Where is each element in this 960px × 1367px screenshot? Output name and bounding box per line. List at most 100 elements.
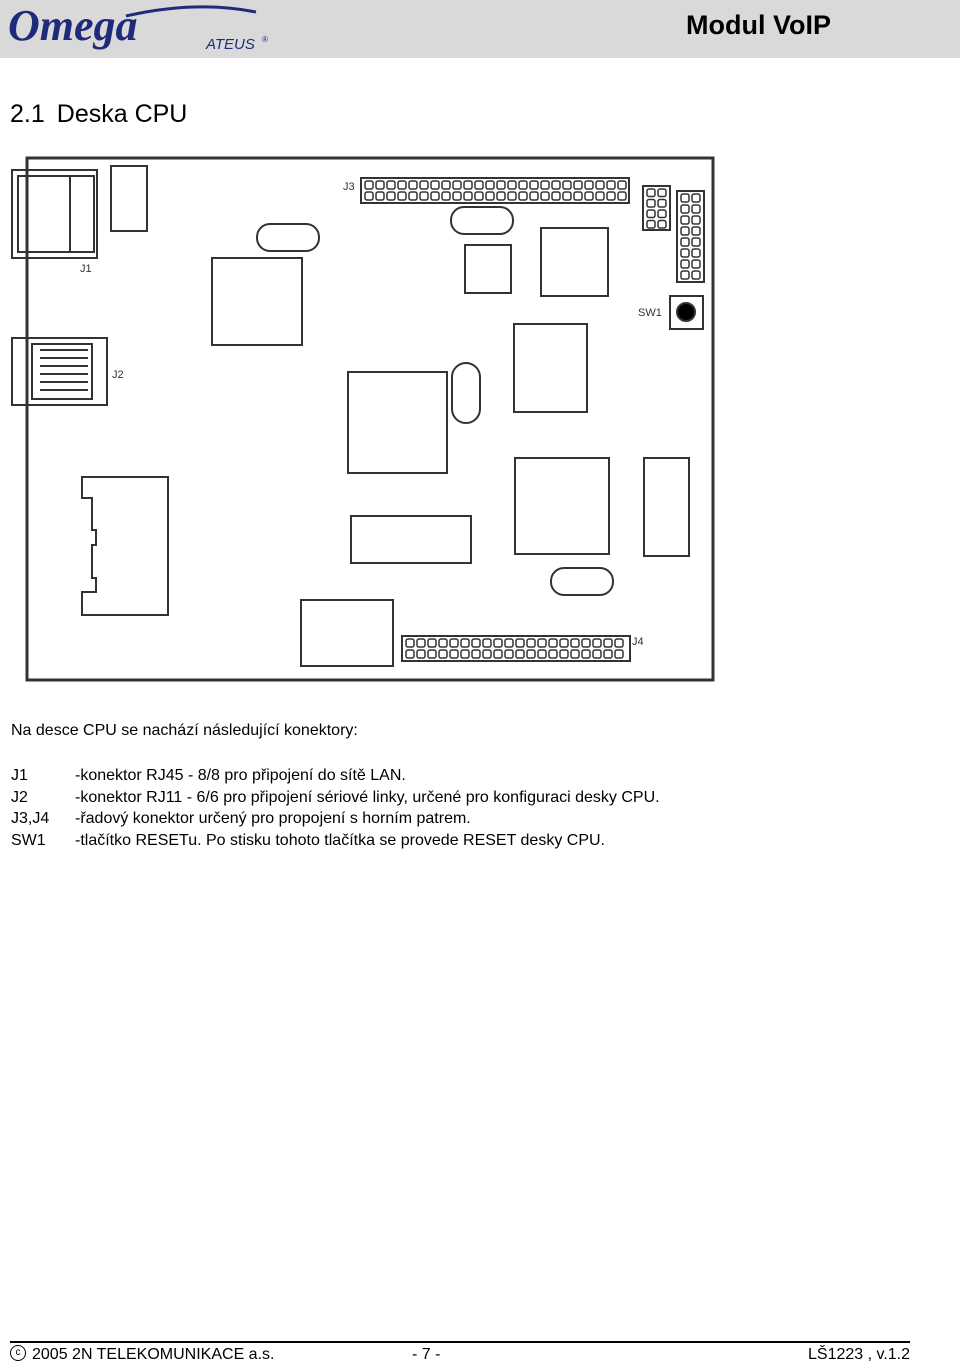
header-pin (562, 180, 572, 190)
header-pin (438, 638, 448, 648)
header-pin (646, 198, 656, 208)
j3-pin-header (360, 177, 630, 204)
header-pin (507, 180, 517, 190)
logo-omega-text: Omega (8, 2, 138, 50)
header-pin (474, 191, 484, 201)
header-pin (364, 191, 374, 201)
logo-ateus-text: ATEUS (205, 36, 255, 53)
header-pin (548, 649, 558, 659)
header-pin (540, 180, 550, 190)
copyright-text: 2005 2N TELEKOMUNIKACE a.s. (32, 1346, 275, 1363)
header-pin (680, 259, 690, 269)
header-pin (504, 638, 514, 648)
header-pin (529, 180, 539, 190)
header-pin (375, 180, 385, 190)
header-pin (680, 204, 690, 214)
header-pin (364, 180, 374, 190)
header-pin (471, 638, 481, 648)
j4-pin-header (401, 635, 631, 662)
connector-description: -tlačítko RESETu. Po stisku tohoto tlačí… (75, 831, 605, 849)
header-pin (592, 638, 602, 648)
module-title: Modul VoIP (686, 10, 831, 40)
header-pin (482, 638, 492, 648)
header-pin (529, 191, 539, 201)
header-pin (482, 649, 492, 659)
chip (513, 323, 588, 413)
header-pin (646, 209, 656, 219)
header-pin (430, 191, 440, 201)
connector-id: J1 (11, 767, 28, 784)
header-pin (537, 638, 547, 648)
header-pin (430, 180, 440, 190)
chip (514, 457, 610, 555)
connector-description: -řadový konektor určený pro propojení s … (75, 810, 471, 827)
connector-list: J1 -konektor RJ45 - 8/8 pro připojení do… (11, 765, 660, 851)
header-pin (438, 649, 448, 659)
header-pin (551, 191, 561, 201)
header-pin (551, 180, 561, 190)
header-pin (452, 191, 462, 201)
header-pin (405, 649, 415, 659)
header-pin (680, 248, 690, 258)
header-pin (507, 191, 517, 201)
header-pin (691, 259, 701, 269)
logo-registered-mark: ® (262, 35, 268, 44)
header-pin (504, 649, 514, 659)
header-pin (408, 191, 418, 201)
header-pin (386, 191, 396, 201)
header-pin (375, 191, 385, 201)
header-pin (485, 180, 495, 190)
header-pin (680, 215, 690, 225)
header-pin (606, 191, 616, 201)
connector-row: J2 -konektor RJ11 - 6/6 pro připojení sé… (11, 787, 660, 809)
header-pin (657, 198, 667, 208)
header-pin (603, 638, 613, 648)
header-pin (691, 204, 701, 214)
header-pin (397, 191, 407, 201)
connector-id: J2 (11, 788, 28, 806)
header-pin (680, 226, 690, 236)
header-pin (584, 191, 594, 201)
header-pin (449, 649, 459, 659)
header-pin (540, 191, 550, 201)
header-pin (562, 191, 572, 201)
chip (464, 244, 512, 294)
header-pin (691, 270, 701, 280)
connector-description: -konektor RJ45 - 8/8 pro připojení do sí… (75, 767, 406, 784)
header-pin (680, 270, 690, 280)
connector-description: -konektor RJ11 - 6/6 pro připojení sério… (75, 788, 660, 806)
header-pin (646, 188, 656, 198)
header-pin (496, 191, 506, 201)
header-pin (397, 180, 407, 190)
header-pin (427, 649, 437, 659)
header-pin (691, 237, 701, 247)
power-connector (81, 476, 169, 616)
header-pin (606, 180, 616, 190)
chip (350, 515, 472, 564)
header-pin (691, 226, 701, 236)
header-pin (416, 649, 426, 659)
j1-label: J1 (80, 263, 92, 275)
header-pin (691, 248, 701, 258)
header-pin (526, 638, 536, 648)
header-pin (559, 638, 569, 648)
header-pin (463, 180, 473, 190)
header-outline (401, 635, 631, 662)
header-pin (570, 638, 580, 648)
header-pin (614, 638, 624, 648)
header-pin (657, 219, 667, 229)
jumper-header-tall (676, 190, 705, 283)
header-pin (419, 180, 429, 190)
header-pin (518, 180, 528, 190)
header-pin (595, 191, 605, 201)
connector-row: J3,J4 -řadový konektor určený pro propoj… (11, 808, 660, 830)
header-pin (592, 649, 602, 659)
header-outline (676, 190, 705, 283)
header-pin (441, 191, 451, 201)
jumper-header-small (642, 185, 671, 231)
header-outline (360, 177, 630, 204)
j2-label: J2 (112, 369, 124, 381)
